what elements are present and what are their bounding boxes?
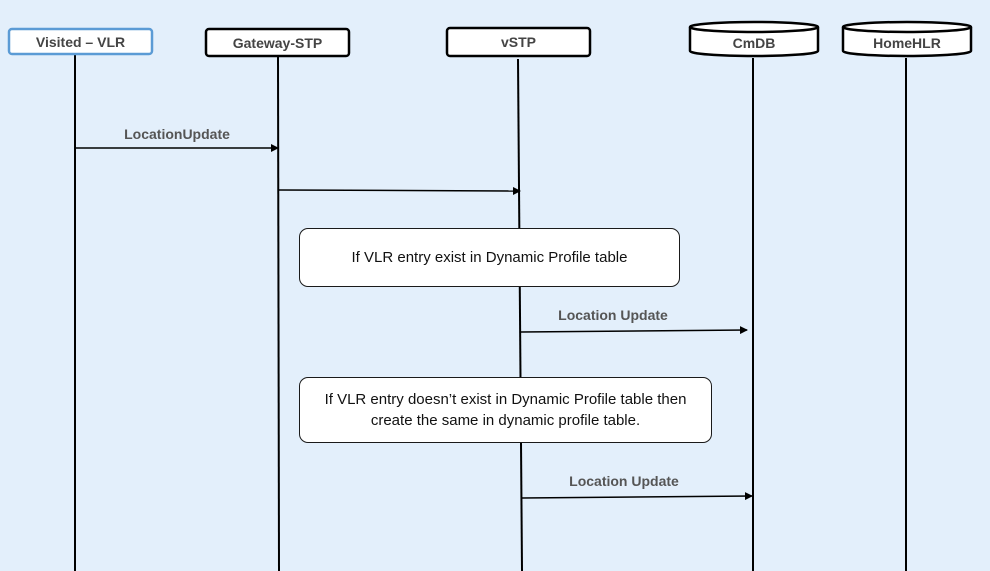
- message-1-label: LocationUpdate: [124, 126, 230, 142]
- participant-cmdb-label: CmDB: [733, 35, 776, 51]
- participant-gateway-stp: Gateway-STP: [204, 27, 351, 58]
- participant-homehlr-label: HomeHLR: [873, 35, 941, 51]
- participant-vstp-label: vSTP: [501, 34, 536, 50]
- message-3-label: Location Update: [558, 307, 668, 323]
- note-entry-exists: If VLR entry exist in Dynamic Profile ta…: [299, 228, 680, 287]
- participant-vlr: Visited – VLR: [7, 27, 154, 56]
- note-entry-not-exists-text: If VLR entry doesn’t exist in Dynamic Pr…: [324, 391, 687, 429]
- participant-cmdb: CmDB: [688, 20, 820, 58]
- message-3-arrow: [520, 326, 748, 335]
- note-entry-exists-text: If VLR entry exist in Dynamic Profile ta…: [351, 249, 628, 266]
- participant-homehlr: HomeHLR: [841, 20, 973, 58]
- participant-vlr-label: Visited – VLR: [36, 34, 125, 50]
- lifeline-vstp: [517, 58, 523, 571]
- message-4-label: Location Update: [569, 473, 679, 489]
- lifeline-gateway-stp: [277, 56, 280, 571]
- note-entry-not-exists: If VLR entry doesn’t exist in Dynamic Pr…: [299, 377, 712, 443]
- message-4-arrow: [521, 492, 753, 501]
- message-2-arrow: [278, 186, 521, 195]
- participant-gateway-stp-label: Gateway-STP: [233, 35, 322, 51]
- participant-vstp: vSTP: [445, 26, 592, 58]
